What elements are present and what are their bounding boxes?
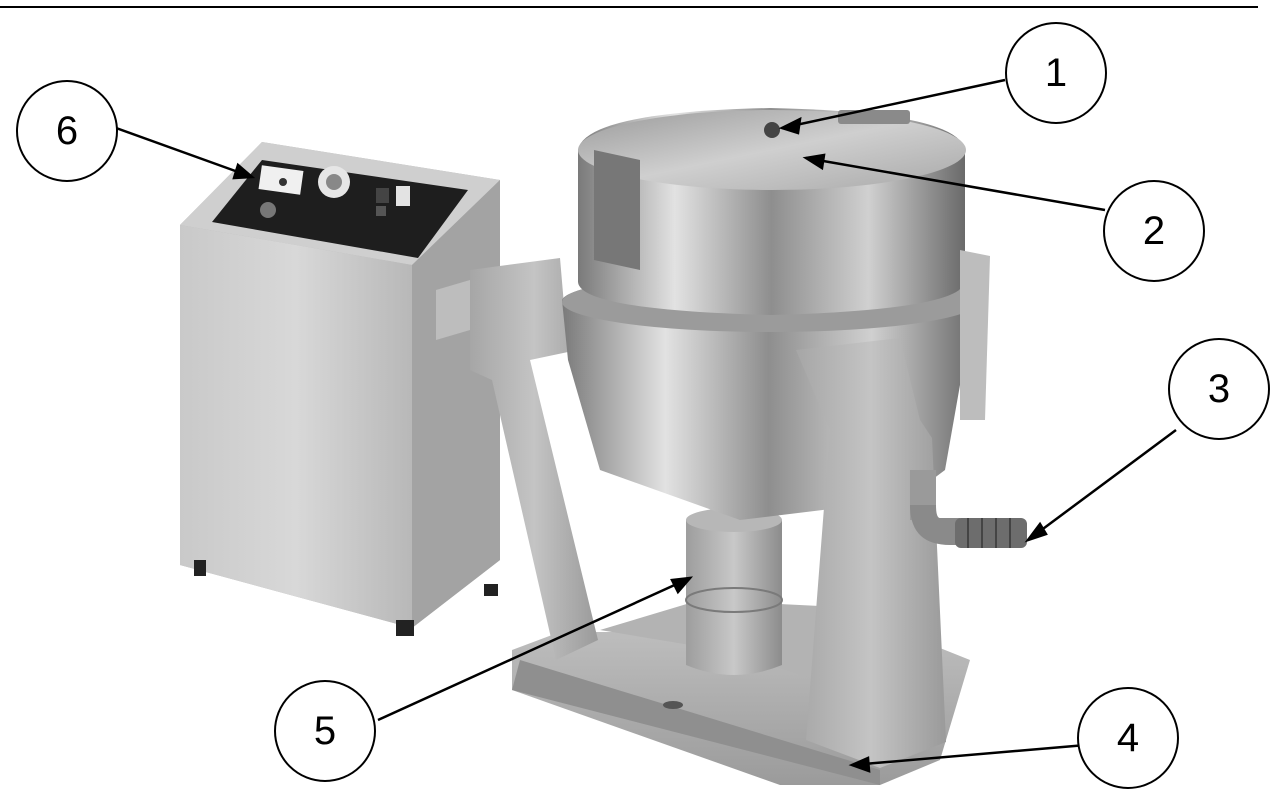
- arrow-5: [377, 576, 691, 722]
- selector-knob: [260, 202, 276, 218]
- arrow-1-head: [778, 116, 802, 135]
- lid-latch: [594, 150, 640, 270]
- arrow-6-head: [232, 162, 256, 180]
- control-cabinet: [180, 142, 500, 636]
- callout-2: 2: [1103, 180, 1205, 282]
- leader-arrows: [115, 78, 1177, 773]
- callout-1: 1: [1005, 22, 1107, 124]
- arrow-3-head: [1024, 521, 1048, 543]
- motor-column: [685, 508, 783, 675]
- switch-3: [376, 206, 386, 216]
- arrow-4: [851, 743, 1087, 767]
- top-rule: [0, 6, 1258, 8]
- cabinet-foot-3: [484, 584, 498, 596]
- arrow-2-head: [802, 153, 826, 171]
- arrow-1: [781, 78, 1006, 130]
- switch-2: [396, 186, 410, 206]
- outlet-nozzle: [955, 518, 1027, 548]
- callout-6: 6: [16, 80, 118, 182]
- hinge-bracket: [436, 280, 470, 340]
- callout-3: 3: [1168, 338, 1270, 440]
- arrow-5-head: [670, 576, 694, 595]
- lid-hinge: [838, 110, 910, 124]
- switch-1: [376, 188, 389, 203]
- arrow-2: [805, 156, 1106, 212]
- centrifuge-drum: [562, 108, 978, 520]
- cabinet-foot-1: [194, 560, 206, 576]
- lid-center-port: [764, 122, 780, 138]
- arrow-6: [115, 126, 253, 179]
- right-support-arm: [796, 250, 990, 768]
- outlet-pipe: [910, 470, 1027, 548]
- arrow-3: [1027, 428, 1177, 542]
- left-support-arm: [436, 258, 598, 660]
- meter-indicator: [279, 178, 287, 186]
- base-bolt-hole: [663, 701, 683, 709]
- callout-5: 5: [274, 680, 376, 782]
- arrow-4-head: [848, 756, 871, 773]
- callout-4: 4: [1077, 687, 1179, 789]
- cabinet-front: [180, 225, 412, 628]
- cabinet-foot-2: [396, 620, 414, 636]
